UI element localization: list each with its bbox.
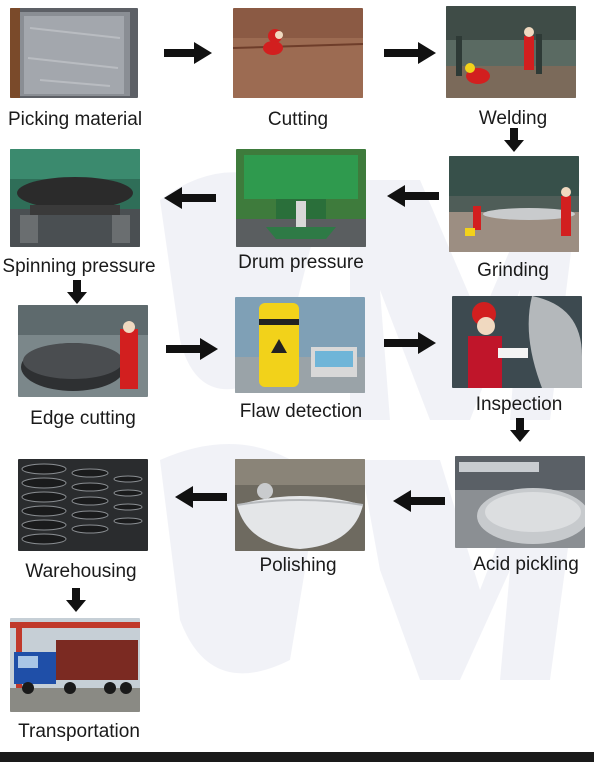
step-label-flaw-detection: Flaw detection xyxy=(239,401,363,422)
acid-pickling-photo xyxy=(455,456,585,548)
flaw-detection-photo xyxy=(235,297,365,393)
spinning-pressure-photo xyxy=(10,149,140,247)
arrow-left-2 xyxy=(164,187,216,209)
arrow-left-3 xyxy=(393,490,445,512)
step-label-picking-material: Picking material xyxy=(7,109,143,130)
welding-photo xyxy=(446,6,576,98)
arrow-right-1 xyxy=(164,42,212,64)
step-label-welding: Welding xyxy=(478,108,548,129)
inspection-photo xyxy=(452,296,582,388)
picking-material-photo xyxy=(10,8,138,98)
edge-cutting-photo xyxy=(18,305,148,397)
warehousing-photo xyxy=(18,459,148,551)
step-label-cutting: Cutting xyxy=(267,109,329,130)
drum-pressure-photo xyxy=(236,149,366,247)
cutting-photo xyxy=(233,8,363,98)
arrow-right-3 xyxy=(166,338,218,360)
arrow-left-1 xyxy=(387,185,439,207)
step-label-grinding: Grinding xyxy=(477,260,549,281)
step-label-edge-cutting: Edge cutting xyxy=(30,408,136,429)
grinding-photo xyxy=(449,156,579,252)
arrow-left-4 xyxy=(175,486,227,508)
arrow-down-4 xyxy=(66,588,86,612)
polishing-photo xyxy=(235,459,365,551)
step-label-transportation: Transportation xyxy=(18,721,140,742)
step-label-drum-pressure: Drum pressure xyxy=(238,252,364,273)
bottom-border xyxy=(0,752,594,762)
arrow-right-2 xyxy=(384,42,436,64)
arrow-down-3 xyxy=(510,418,530,442)
step-label-warehousing: Warehousing xyxy=(25,561,137,582)
step-label-polishing: Polishing xyxy=(259,555,337,576)
transportation-photo xyxy=(10,618,140,712)
arrow-right-4 xyxy=(384,332,436,354)
step-label-spinning-pressure: Spinning pressure xyxy=(2,256,156,277)
arrow-down-2 xyxy=(67,280,87,304)
arrow-down-1 xyxy=(504,128,524,152)
step-label-inspection: Inspection xyxy=(475,394,563,415)
step-label-acid-pickling: Acid pickling xyxy=(473,554,579,575)
